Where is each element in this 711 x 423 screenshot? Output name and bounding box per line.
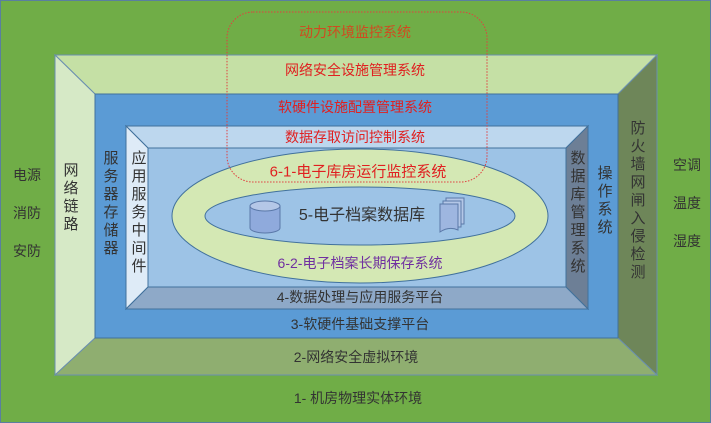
database-ellipse: [204, 186, 516, 246]
preservation-label: 6-2-电子档案长期保存系统: [277, 255, 443, 271]
document-stack-icon: [439, 197, 465, 233]
room-monitoring-label: 6-1-电子库房运行监控系统: [269, 163, 447, 181]
layer4-label: 4-数据处理与应用服务平台: [276, 289, 444, 305]
layer2-label: 2-网络安全虚拟环境: [293, 349, 419, 365]
os-panel-label: 操作系统: [595, 165, 613, 237]
network-link-panel-label: 网络链路: [61, 162, 79, 234]
server-storage-panel-label: 服务器存储器: [101, 150, 119, 258]
layer3-label: 3-软硬件基础支撑平台: [290, 316, 430, 332]
right-label-humidity: 湿度: [673, 233, 701, 249]
middleware-panel-label: 应用服务中间件: [129, 150, 147, 276]
left-label-fire: 消防: [13, 205, 41, 221]
left-label-power: 电源: [13, 167, 41, 183]
database-label: 5-电子档案数据库: [298, 207, 426, 224]
config-mgmt-label: 软硬件设施配置管理系统: [278, 99, 432, 115]
left-label-security: 安防: [13, 243, 41, 259]
right-label-temperature: 温度: [673, 195, 701, 211]
dynamic-env-system-label: 动力环境监控系统: [299, 24, 411, 40]
firewall-panel-label: 防火墙网闸入侵检测: [628, 120, 646, 282]
right-label-ac: 空调: [673, 157, 701, 173]
management-systems-outline: [226, 11, 488, 183]
db-mgmt-panel-label: 数据库管理系统: [568, 150, 586, 276]
network-security-mgmt-label: 网络安全设施管理系统: [285, 62, 425, 78]
database-cylinder-icon: [249, 200, 281, 234]
access-control-label: 数据存取访问控制系统: [285, 129, 425, 145]
layer1-label: 1- 机房物理实体环境: [293, 390, 423, 406]
